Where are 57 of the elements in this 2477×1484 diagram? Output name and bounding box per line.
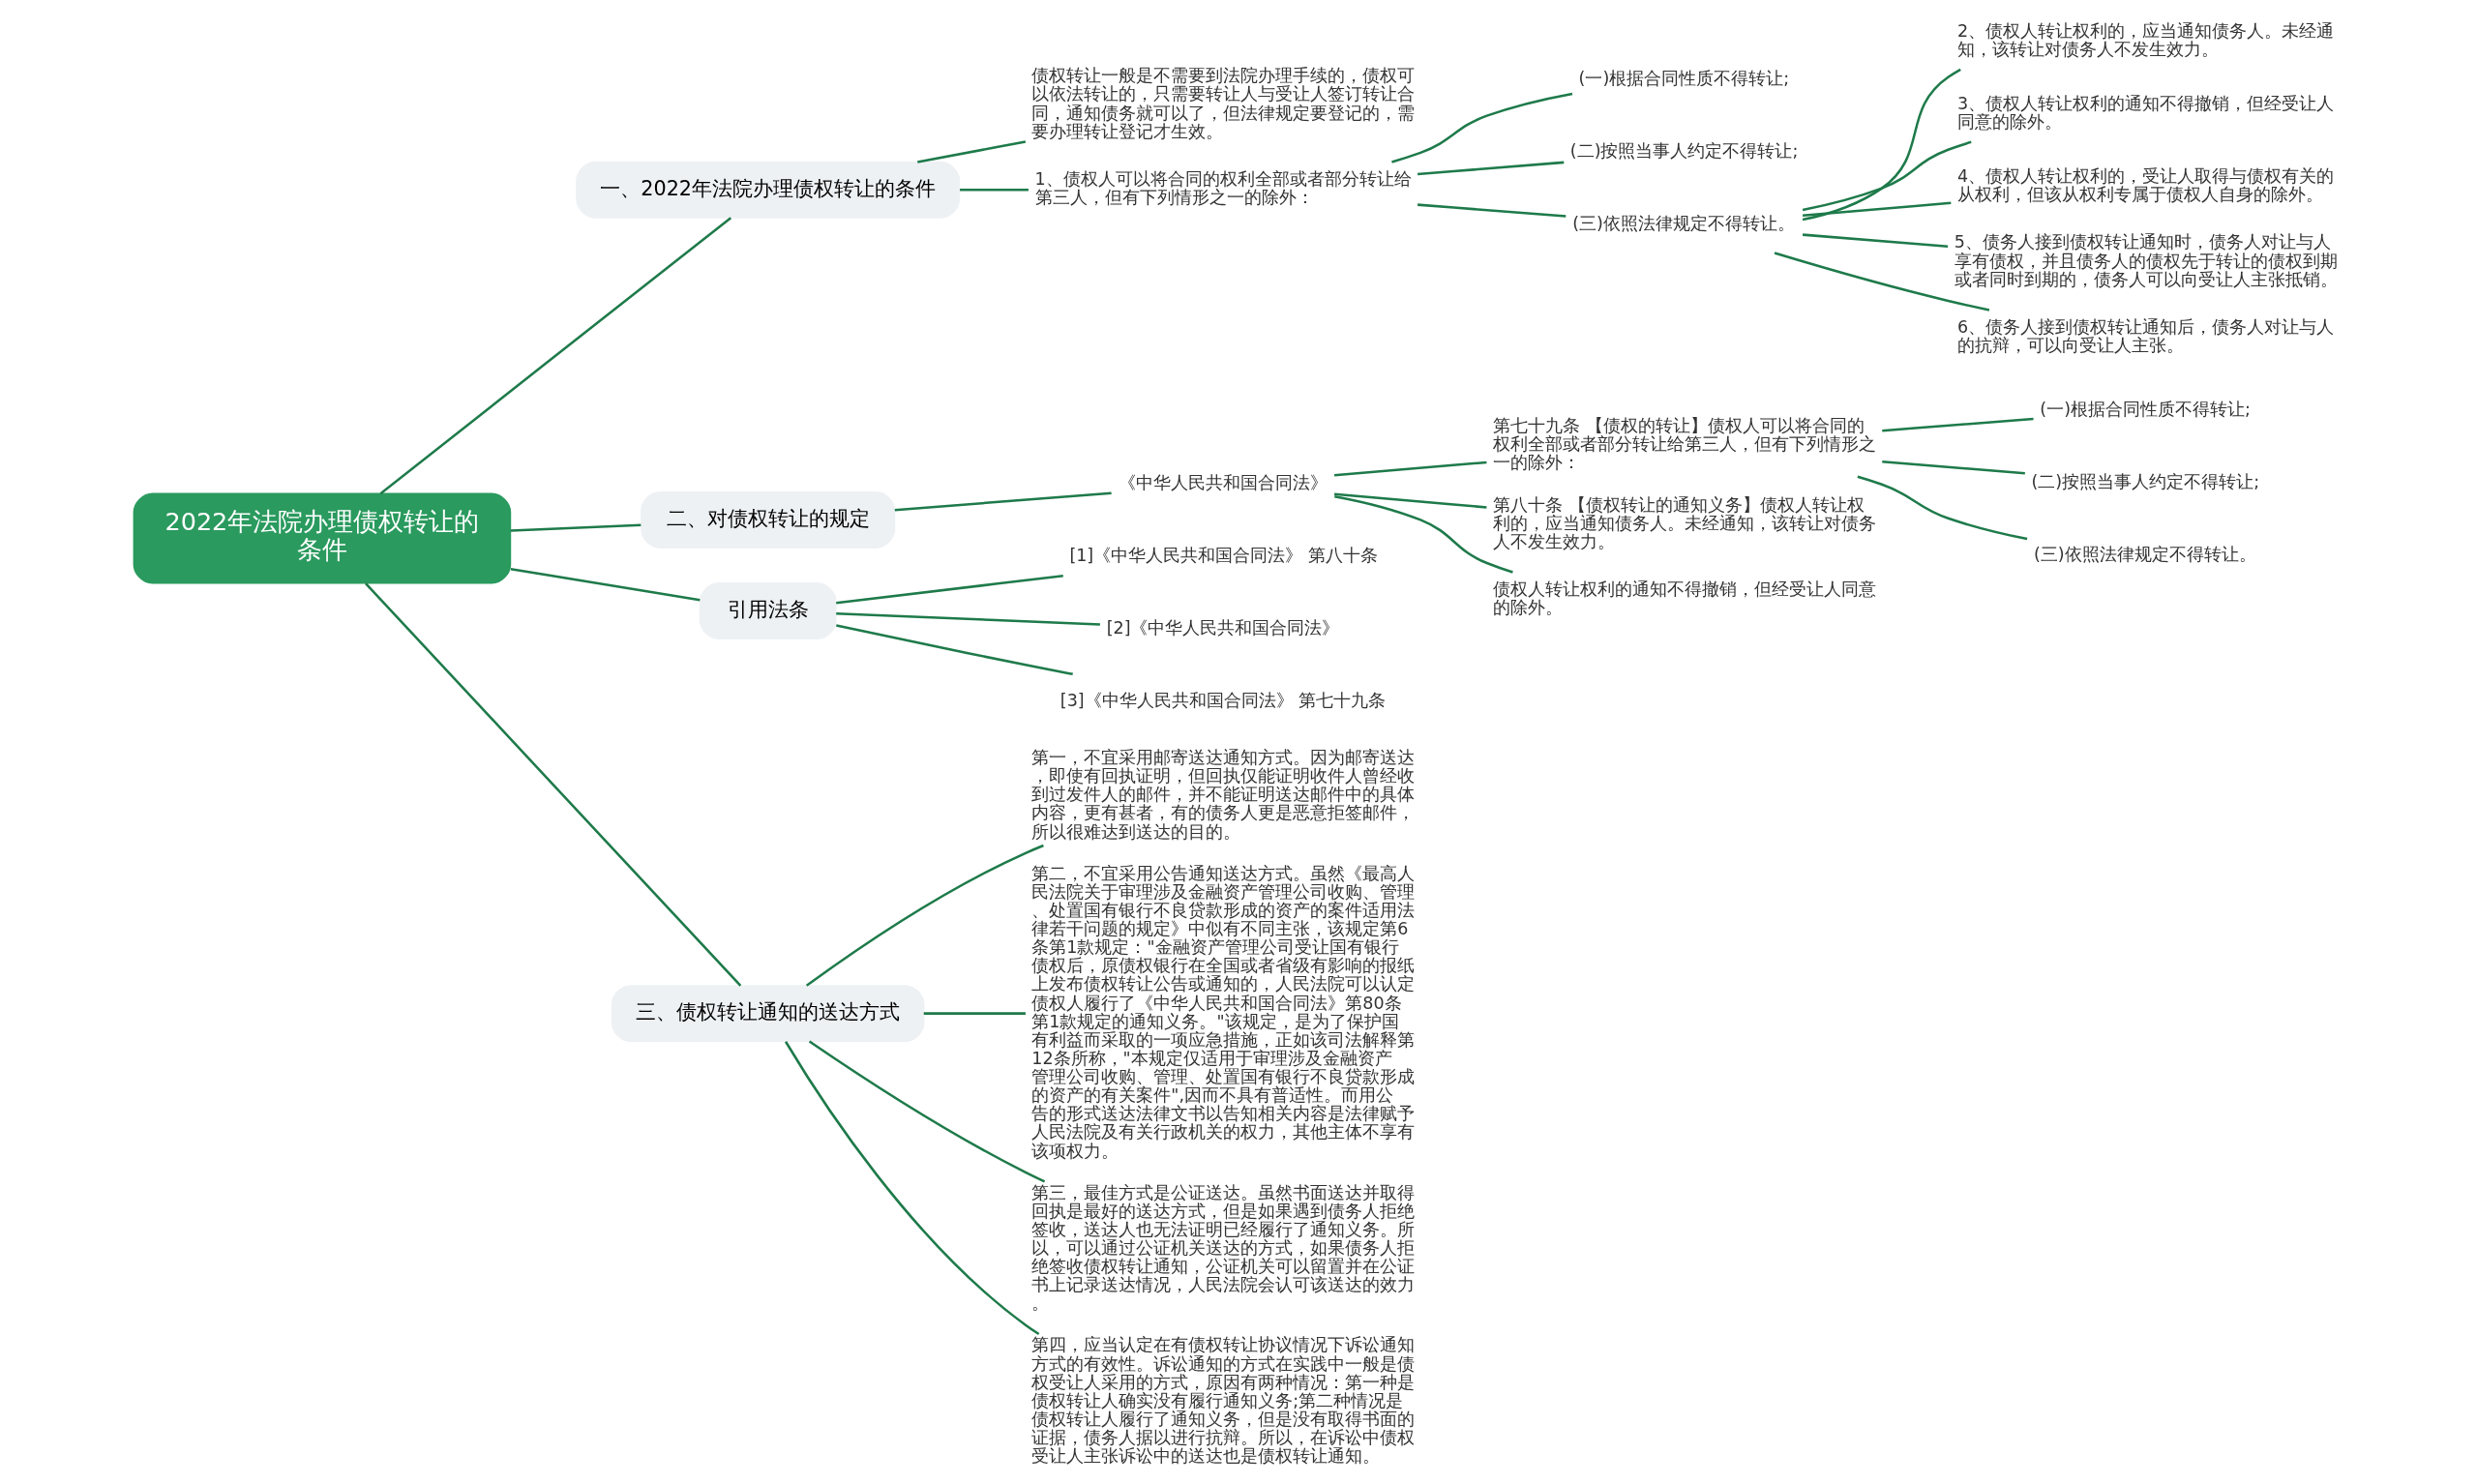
node-text: 1、债权人可以将合同的权利全部或者部分转让给第三人，但有下列情形之一的除外：	[1034, 169, 1412, 208]
node-text: (三)依照法律规定不得转让。	[1572, 214, 1795, 234]
connector	[1418, 203, 1567, 218]
connector	[805, 844, 1044, 987]
connector	[923, 1012, 1026, 1015]
node-text: 第四，应当认定在有债权转让协议情况下诉讼通知方式的有效性。诉讼通知的方式在实践中一般是债权受让人采用的方式，原因有两种情况：第一种是债权转让人确实没有履行通知义务;第二种情况是债权转让人履行了通知义务，但是没有取得书面的证据，债务人据以进行抗辩。所以，在诉讼中债权受让人主张诉讼中的送达也是债权转让通知。	[1031, 1335, 1416, 1467]
node-text: 第二，不宜采用公告通知送达方式。虽然《最高人民法院关于审理涉及金融资产管理公司收购、管理、处置国有银行不良贷款形成的资产的案件适用法律若干问题的规定》中似有不同主张，该规定第6条第1款规定："金融资产管理公司受让国有银行债权后，原债权银行在全国或者省级有影响的报纸上发布债权转让公告或通知的，人民法院可以认定债权人履行了《中华人民共和国合同法》第80条第1款规定的通知义务。"该规定，是为了保护国有利益而采取的一项应急措施，正如该司法解释第12条所称，"本规定仅适用于审理涉及金融资产管理公司收购、管理、处置国有银行不良贷款形成的资产的有关案件",因而不具有普适性。而用公告的形式送达法律文书以告知相关内容是法律赋予人民法院及有关行政机关的权力，其他主体不享有该项权力。	[1031, 863, 1416, 1161]
connector	[510, 523, 642, 532]
node-text: 债权人转让权利的通知不得撤销，但经受让人同意的除外。	[1493, 579, 1877, 618]
node-text: 第一，不宜采用邮寄送达通知方式。因为邮寄送达，即使有回执证明，但回执仅能证明收件人曾经收到过发件人的邮件，并不能证明送达邮件中的具体内容，更有甚者，有的债务人更是恶意拒签邮件，所以很难达到送达的目的。	[1031, 748, 1416, 842]
node-box: 引用法条	[699, 581, 837, 639]
connector	[1802, 140, 1972, 212]
connector	[1857, 475, 2028, 541]
connector	[784, 1041, 1040, 1336]
node-text: [3]《中华人民共和国合同法》 第七十九条	[1059, 691, 1387, 711]
node-text: 《中华人民共和国合同法》	[1118, 473, 1328, 493]
connector	[1882, 417, 2034, 432]
node-text: [2]《中华人民共和国合同法》	[1106, 618, 1340, 638]
connector	[1334, 494, 1513, 574]
node-text: [1]《中华人民共和国合同法》 第八十条	[1069, 546, 1378, 566]
connector	[1882, 460, 2025, 475]
connector	[836, 574, 1063, 605]
node-text: 债权转让一般是不需要到法院办理手续的，债权可以依法转让的，只需要转让人与受让人签订转让合同，通知债务就可以了，但法律规定要登记的，需要办理转让登记才生效。	[1031, 66, 1416, 141]
connector	[1418, 161, 1565, 176]
connector	[808, 1040, 1046, 1183]
node-text: 第八十条 【债权转让的通知义务】债权人转让权利的，应当通知债务人。未经通知，该转让对债务人不发生效力。	[1493, 494, 1877, 551]
connector	[836, 624, 1073, 676]
node-text: (二)按照当事人约定不得转让;	[2031, 471, 2260, 491]
node-box: 一、2022年法院办理债权转让的条件	[576, 161, 961, 219]
node-text: 第三，最佳方式是公证送达。虽然书面送达并取得回执是最好的送达方式，但是如果遇到债务人拒绝签收，送达人也无法证明已经履行了通知义务。所以，可以通过公证机关送达的方式，如果债务人拒绝签收债权转让通知，公证机关可以留置并在公证书上记录送达情况，人民法院会认可该送达的效力。	[1031, 1182, 1416, 1314]
node-text: 6、债务人接到债权转让通知后，债务人对让与人的抗辩，可以向受让人主张。	[1957, 317, 2335, 356]
connector	[960, 188, 1029, 192]
node-text: (三)依照法律规定不得转让。	[2033, 544, 2256, 564]
node-text: (一)根据合同性质不得转让;	[2040, 399, 2251, 419]
connector	[1774, 252, 1990, 312]
node-text: 5、债务人接到债权转让通知时，债务人对让与人享有债权，并且债务人的债权先于转让的债权到期或者同时到期的，债务人可以向受让人主张抵销。	[1954, 232, 2338, 289]
connector	[1333, 460, 1487, 477]
connector	[365, 582, 742, 987]
node-box: 二、对债权转让的规定	[641, 490, 896, 549]
connector	[1803, 201, 1952, 217]
connector	[1803, 233, 1949, 248]
connector	[510, 567, 701, 602]
connector	[379, 217, 732, 495]
connector	[1391, 92, 1573, 163]
connector	[1802, 68, 1961, 222]
node-text: 第七十九条 【债权的转让】债权人可以将合同的权利全部或者部分转让给第三人，但有下列情形之一的除外：	[1493, 416, 1877, 473]
node-box: 三、债权转让通知的送达方式	[611, 985, 925, 1043]
connector	[836, 612, 1100, 626]
node-text: 4、债权人转让权利的，受让人取得与债权有关的从权利，但该从权利专属于债权人自身的除外。	[1957, 165, 2335, 205]
connector	[894, 491, 1112, 512]
connector	[917, 140, 1027, 163]
node-text: 3、债权人转让权利的通知不得撤销，但经受让人同意的除外。	[1957, 93, 2335, 133]
connector	[1333, 492, 1487, 509]
node-text: (二)按照当事人约定不得转让;	[1569, 141, 1799, 162]
node-text: (一)根据合同性质不得转让;	[1578, 69, 1790, 89]
node-box: 2022年法院办理债权转让的条件	[133, 492, 512, 584]
node-text: 2、债权人转让权利的，应当通知债务人。未经通知，该转让对债务人不发生效力。	[1957, 21, 2335, 60]
